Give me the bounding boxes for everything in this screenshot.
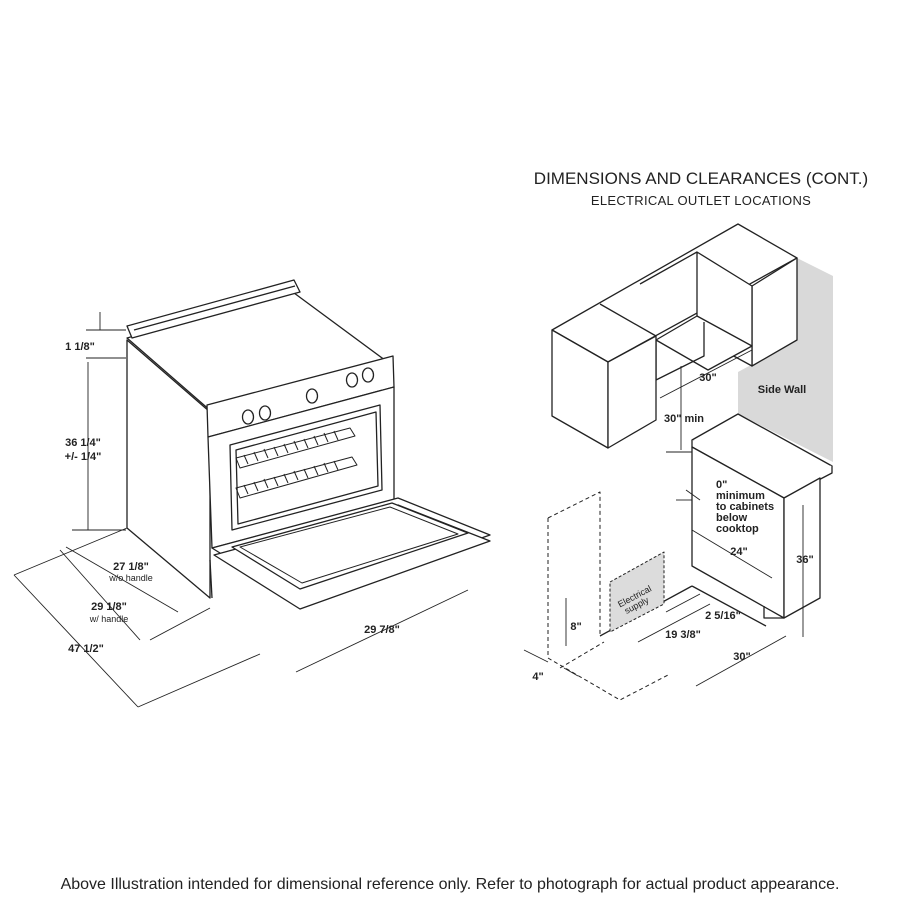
range-side-panel [126,339,211,599]
dim-depth-handle-note: w/ handle [89,614,129,624]
electrical-supply-box [609,551,665,633]
footer-disclaimer: Above Illustration intended for dimensio… [60,876,840,893]
knob-icon [258,405,272,421]
dim-depth-handle: 29 1/8" [91,601,127,613]
installation-dimension-lines [523,349,804,687]
page-subtitle: ELECTRICAL OUTLET LOCATIONS [591,193,811,208]
dim-outlet-depth: 19 3/8" [665,629,701,641]
note-line-3: to cabinets [716,501,774,513]
knob-icon [305,388,319,404]
oven-rack [235,427,356,469]
knob-icon [241,409,255,425]
page-title: DIMENSIONS AND CLEARANCES (CONT.) [534,169,868,188]
dim-top: 1 1/8" [65,341,95,353]
dim-width: 29 7/8" [364,624,400,636]
dim-outlet-side: 2 5/16" [705,610,741,622]
oven-rack [235,456,358,499]
dim-counter-depth: 24" [730,546,747,558]
note-line-5: cooktop [716,523,759,535]
note-line-1: 0" [716,479,727,491]
knob-icon [361,367,375,383]
dim-cabinet-width: 30" [699,372,716,384]
side-wall [738,258,833,462]
dim-height-tolerance: +/- 1/4" [65,451,102,463]
range-dimension-lines [13,312,469,708]
door-window [231,502,469,590]
range-illustration [126,279,491,610]
label-side-wall: Side Wall [758,384,807,396]
installation-illustration [547,223,833,701]
note-line-4: below [716,512,748,524]
dim-outlet-offset: 4" [532,671,543,683]
note-line-2: minimum [716,490,765,502]
dim-height: 36 1/4" [65,437,101,449]
dim-outlet-height: 8" [570,621,581,633]
dim-depth-door-open: 47 1/2" [68,643,104,655]
dim-min-clearance: 30" min [664,413,704,425]
dim-counter-height: 36" [796,554,813,566]
dim-depth-no-handle: 27 1/8" [113,561,149,573]
dim-opening-width: 30" [733,651,750,663]
knob-icon [345,372,359,388]
dim-depth-no-handle-note: w/o handle [108,573,153,583]
oven-cavity [229,404,383,531]
range-backguard [126,279,301,339]
